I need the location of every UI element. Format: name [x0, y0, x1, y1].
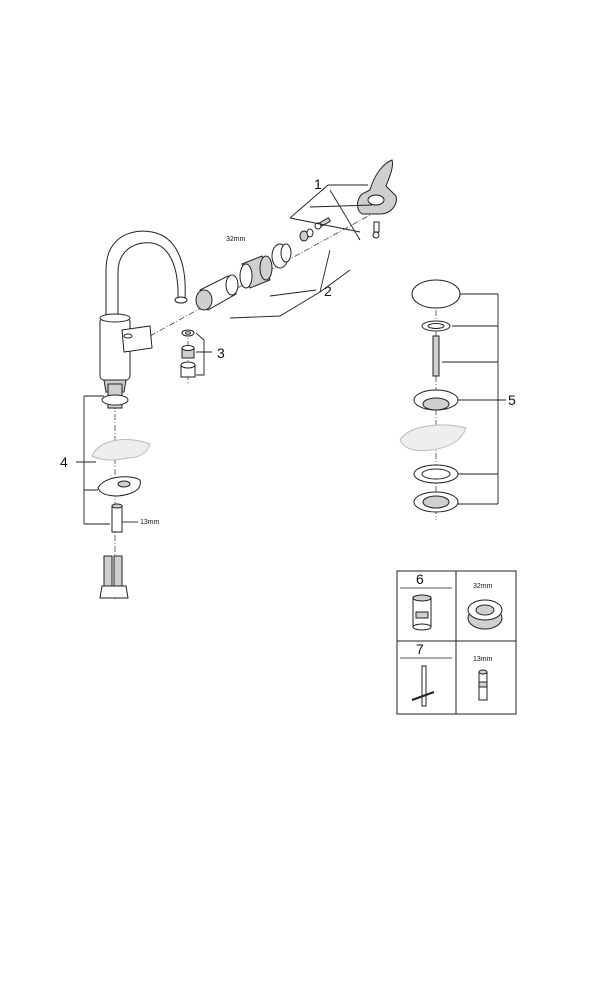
nut-size-label: 32mm [226, 236, 246, 243]
tool-bolt-image [478, 669, 488, 701]
tool-key-image [411, 665, 435, 707]
mounting-parts [91, 383, 151, 599]
callout-2: 2 [324, 283, 332, 299]
drain-set [399, 279, 467, 513]
small-nut [299, 228, 314, 242]
callout-3: 3 [217, 345, 225, 361]
tools-cell-6: 6 [416, 571, 424, 587]
sleeve-ring [271, 243, 292, 269]
aerator-parts [180, 329, 196, 378]
callout-5-leader [442, 293, 506, 505]
callout-1: 1 [314, 176, 322, 192]
cartridge [195, 274, 239, 311]
callout-2-leader [229, 249, 351, 319]
tool-nut-image [467, 599, 503, 630]
callout-4-leader [76, 395, 110, 525]
tools-cell-32mm: 32mm [473, 583, 493, 590]
callout-5: 5 [508, 392, 516, 408]
bolt-size-label: 13mm [140, 519, 160, 526]
callout-4: 4 [60, 454, 68, 470]
callout-1-leader [289, 184, 373, 241]
tools-cell-7: 7 [416, 641, 424, 657]
callout-3-leader [195, 332, 212, 376]
faucet-body [99, 230, 188, 393]
tool-cartridge-image [412, 594, 432, 631]
lever-handle [357, 159, 397, 239]
tools-cell-13mm: 13mm [473, 656, 493, 663]
cartridge-nut [239, 255, 273, 289]
tools-table [396, 570, 517, 715]
